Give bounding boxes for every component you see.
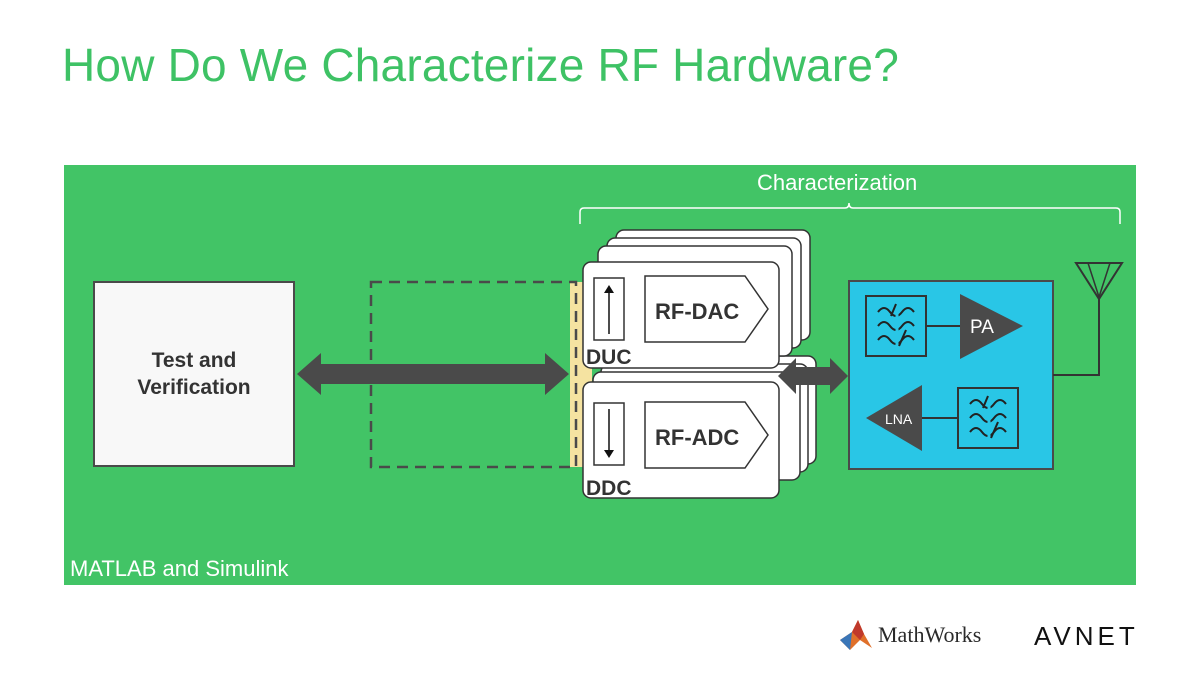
characterization-label: Characterization: [757, 170, 918, 195]
lna-label: LNA: [885, 411, 913, 427]
duc-label: DUC: [586, 346, 632, 369]
pa-amplifier: [960, 294, 1023, 359]
lna-amplifier: [866, 385, 922, 451]
rf-dac-label: RF-DAC: [655, 299, 739, 324]
filter-wave-icon: [877, 303, 915, 347]
antenna-line: [1053, 298, 1100, 376]
rf-dac-chip: [644, 275, 769, 343]
rf-adc-chip: [644, 401, 769, 469]
ddc-label: DDC: [586, 477, 632, 500]
matlab-simulink-label: MATLAB and Simulink: [70, 556, 289, 581]
characterization-brace: [579, 202, 1121, 224]
double-arrow-right: [778, 358, 848, 394]
mathworks-logo: MathWorks: [838, 618, 981, 652]
mathworks-text: MathWorks: [878, 622, 982, 647]
slide-title: How Do We Characterize RF Hardware?: [62, 39, 899, 91]
test-verification-box: Test and Verification: [93, 281, 295, 467]
pa-label: PA: [970, 317, 994, 338]
filter-wave-icon: [969, 395, 1007, 439]
antenna-icon: [1074, 262, 1124, 301]
rf-adc-label: RF-ADC: [655, 425, 739, 450]
test-verification-label: Test and Verification: [137, 349, 251, 399]
membrane-icon: [840, 620, 872, 650]
avnet-logo: AVNET: [1034, 621, 1139, 651]
up-arrow-icon: [604, 285, 614, 293]
double-arrow-left: [297, 353, 569, 395]
down-arrow-icon: [604, 450, 614, 458]
